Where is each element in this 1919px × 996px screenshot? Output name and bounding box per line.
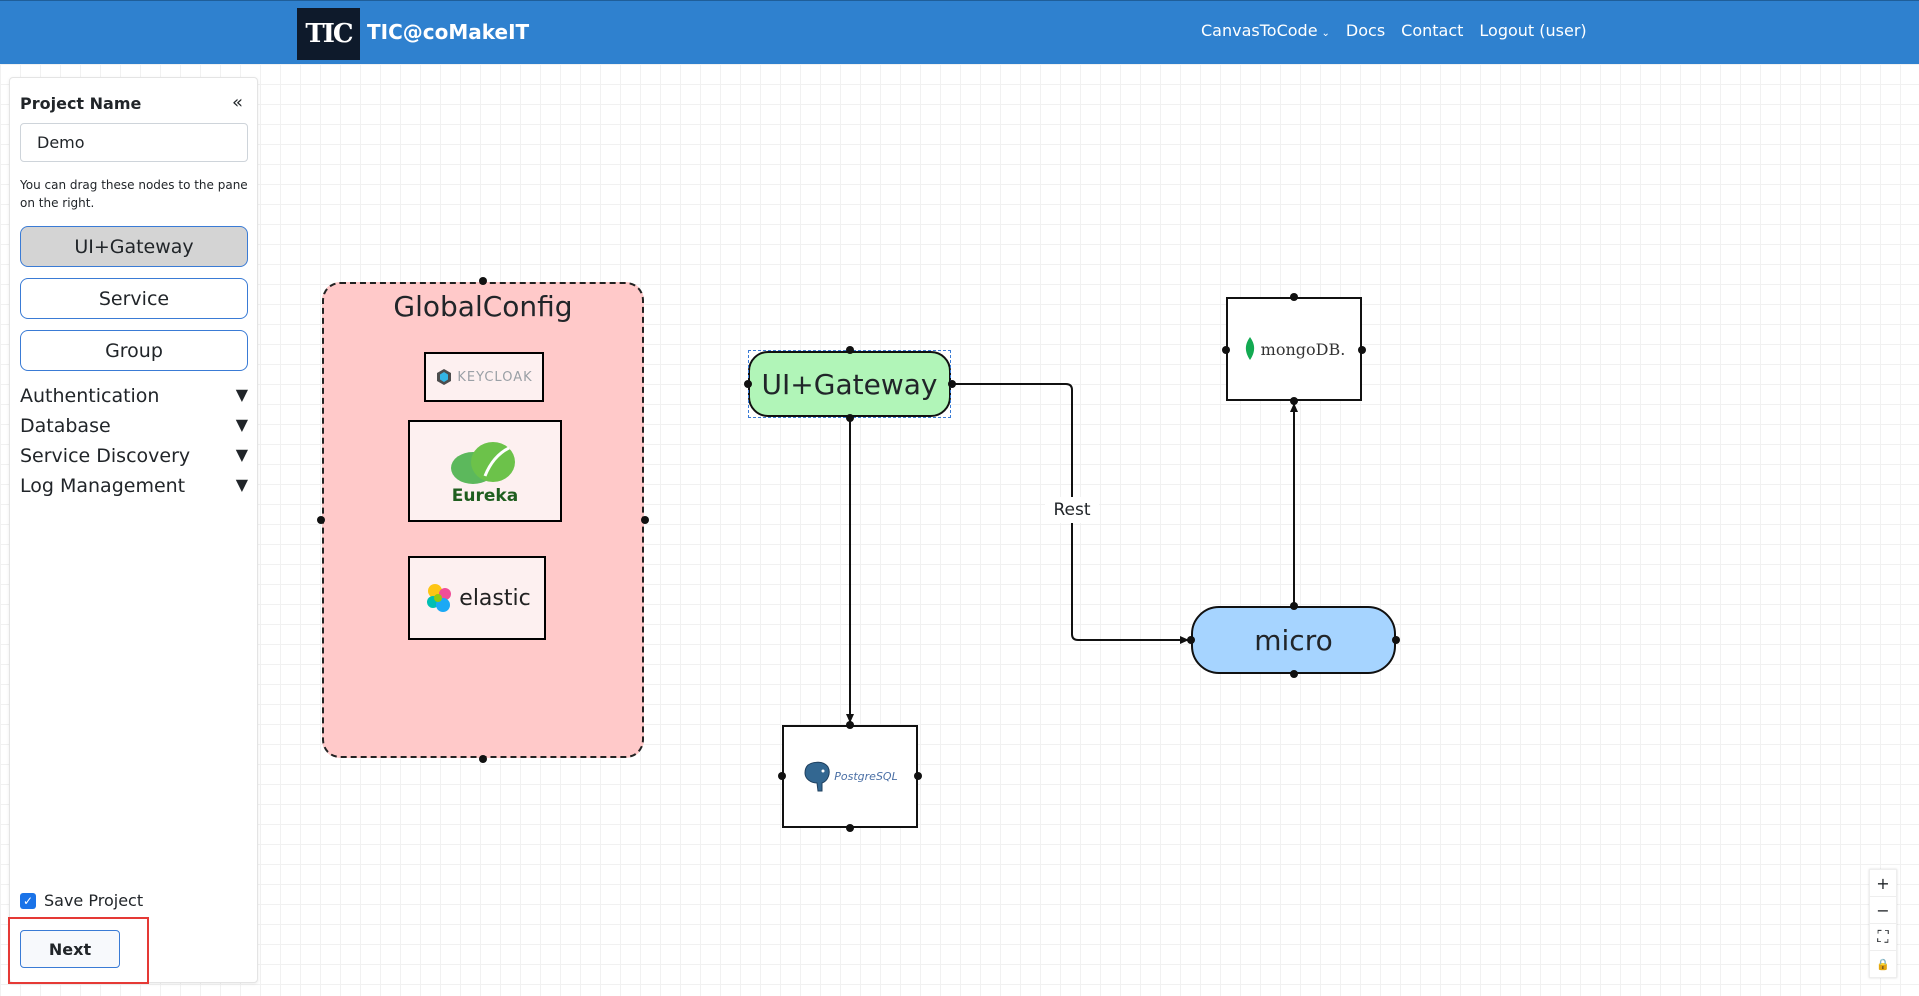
zoom-in-button[interactable]: +	[1870, 870, 1896, 897]
canvas-controls: + − ⛶ 🔒	[1869, 869, 1897, 978]
next-button[interactable]: Next	[20, 930, 120, 968]
group-title: GlobalConfig	[393, 290, 573, 323]
flow-canvas[interactable]	[0, 64, 1919, 996]
triangle-down-icon: ▼	[235, 415, 248, 434]
accordion-log-management[interactable]: Log Management▼	[20, 475, 248, 497]
handle[interactable]	[846, 721, 854, 729]
handle[interactable]	[914, 772, 922, 780]
brand-logo[interactable]: TIC	[297, 8, 360, 60]
eureka-leaf-icon	[451, 442, 515, 484]
eureka-node[interactable]: Eureka	[408, 420, 562, 522]
handle[interactable]	[641, 516, 649, 524]
handle[interactable]	[1187, 636, 1195, 644]
checkbox-checked-icon[interactable]: ✓	[20, 892, 36, 909]
handle[interactable]	[317, 516, 325, 524]
handle[interactable]	[1358, 346, 1366, 354]
drag-node-group[interactable]: Group	[20, 330, 248, 371]
postgresql-node[interactable]: PostgreSQL	[782, 725, 918, 828]
save-project-label: Save Project	[44, 891, 144, 910]
handle[interactable]	[1222, 346, 1230, 354]
nav-links: CanvasToCode⌄ Docs Contact Logout (user)	[1201, 21, 1587, 40]
top-navbar: TIC TIC@coMakeIT CanvasToCode⌄ Docs Cont…	[0, 0, 1919, 64]
elastic-node[interactable]: elastic	[408, 556, 546, 640]
keycloak-node[interactable]: KEYCLOAK	[424, 352, 544, 402]
handle[interactable]	[1290, 397, 1298, 405]
project-name-input[interactable]	[20, 123, 248, 162]
mongodb-leaf-icon	[1245, 337, 1254, 360]
handle[interactable]	[846, 414, 854, 422]
zoom-out-button[interactable]: −	[1870, 897, 1896, 924]
nav-canvastocode-dropdown[interactable]: CanvasToCode⌄	[1201, 21, 1330, 40]
handle[interactable]	[479, 277, 487, 285]
drag-help-text: You can drag these nodes to the pane on …	[20, 178, 248, 210]
accordion-authentication[interactable]: Authentication▼	[20, 385, 248, 407]
triangle-down-icon: ▼	[235, 385, 248, 404]
nav-contact[interactable]: Contact	[1401, 21, 1464, 40]
handle[interactable]	[948, 380, 956, 388]
handle[interactable]	[846, 346, 854, 354]
fit-view-button[interactable]: ⛶	[1870, 924, 1896, 951]
elastic-icon	[427, 584, 452, 612]
postgresql-elephant-icon	[804, 761, 830, 791]
handle[interactable]	[1290, 602, 1298, 610]
triangle-down-icon: ▼	[235, 475, 248, 494]
node-sidebar: Project Name « You can drag these nodes …	[8, 77, 258, 984]
nav-docs[interactable]: Docs	[1345, 21, 1386, 40]
handle[interactable]	[1290, 670, 1298, 678]
handle[interactable]	[479, 755, 487, 763]
nav-logout[interactable]: Logout (user)	[1479, 21, 1587, 40]
accordion-service-discovery[interactable]: Service Discovery▼	[20, 445, 248, 467]
lock-button[interactable]: 🔒	[1876, 957, 1890, 971]
handle[interactable]	[744, 380, 752, 388]
gateway-node[interactable]: UI+Gateway	[748, 351, 951, 417]
save-project-row[interactable]: ✓ Save Project	[20, 891, 143, 910]
handle[interactable]	[1392, 636, 1400, 644]
drag-node-ui-gateway[interactable]: UI+Gateway	[20, 226, 248, 267]
handle[interactable]	[778, 772, 786, 780]
mongodb-node[interactable]: mongoDB.	[1226, 297, 1362, 401]
drag-node-service[interactable]: Service	[20, 278, 248, 319]
chevron-down-icon: ⌄	[1321, 28, 1330, 39]
triangle-down-icon: ▼	[235, 445, 248, 464]
group-node-globalconfig[interactable]: GlobalConfig KEYCLOAK Eureka elastic	[322, 282, 644, 758]
highlight-outline	[8, 917, 149, 984]
collapse-icon[interactable]: «	[231, 92, 243, 113]
micro-service-node[interactable]: micro	[1191, 606, 1396, 674]
accordion-database[interactable]: Database▼	[20, 415, 248, 437]
handle[interactable]	[846, 824, 854, 832]
edge-label-rest[interactable]: Rest	[1045, 497, 1099, 523]
brand-name[interactable]: TIC@coMakeIT	[367, 20, 530, 44]
handle[interactable]	[1290, 293, 1298, 301]
project-name-label: Project Name	[20, 94, 142, 113]
keycloak-icon	[437, 369, 452, 385]
